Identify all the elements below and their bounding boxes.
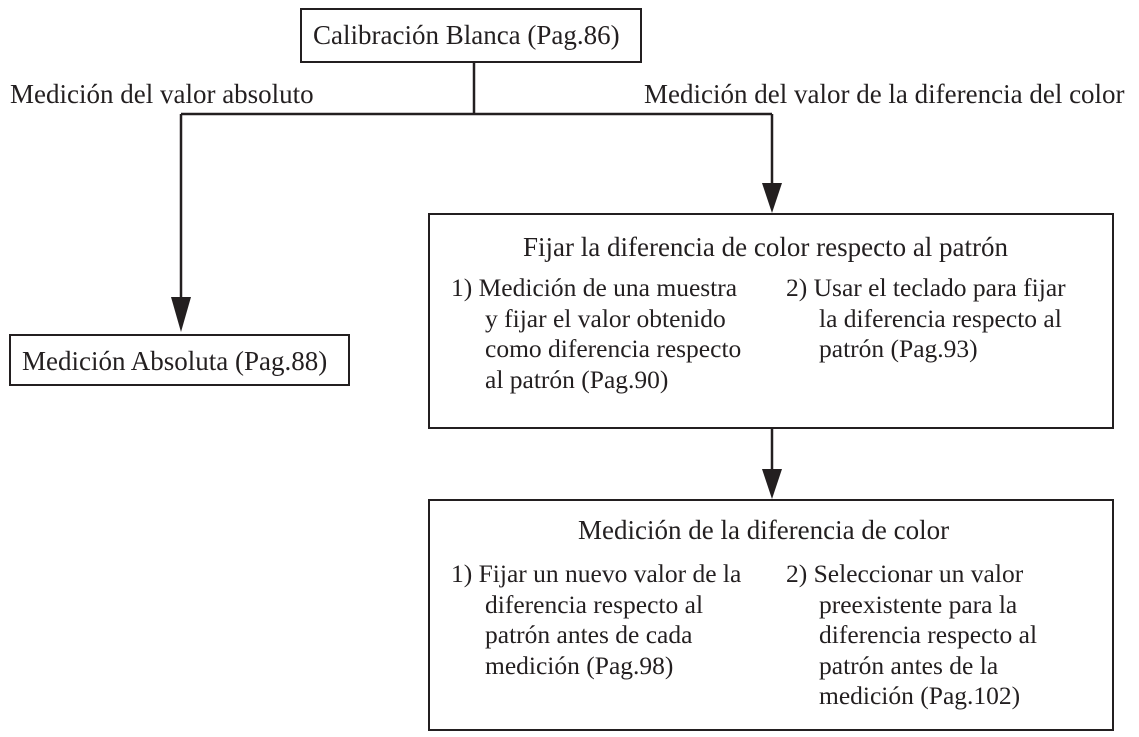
set-difference-option-1-line: como diferencia respecto (485, 334, 742, 363)
set-difference-option-2: 2) Usar el teclado para fijar la diferen… (786, 273, 1066, 365)
color-difference-measurement-box: Medición de la diferencia de color 1) Fi… (428, 499, 1114, 731)
difference-measurement-option-2: 2) Seleccionar un valor preexistente par… (786, 559, 1037, 712)
difference-measurement-option-1-line: medición (Pag.98) (485, 650, 674, 680)
color-difference-measurement-title: Medición de la diferencia de color (578, 515, 950, 545)
arrowhead-to-difference-measurement (762, 469, 782, 499)
set-difference-option-1-line: 1) Medición de una muestra (451, 273, 738, 302)
right-branch-label: Medición del valor de la diferencia del … (644, 79, 1125, 109)
set-difference-option-1: 1) Medición de una muestra y fijar el va… (451, 273, 741, 395)
difference-measurement-option-1: 1) Fijar un nuevo valor de la diferencia… (451, 559, 741, 681)
set-difference-option-1-line: y fijar el valor obtenido (485, 303, 726, 333)
set-difference-option-2-line: patrón (Pag.93) (819, 334, 978, 363)
set-difference-option-1-line: al patrón (Pag.90) (485, 364, 669, 394)
absolute-measurement-box: Medición Absoluta (Pag.88) (9, 334, 350, 386)
difference-measurement-option-2-line: preexistente para la (819, 589, 1018, 619)
arrowhead-to-set-difference (762, 183, 782, 213)
difference-measurement-option-2-line: 2) Seleccionar un valor (786, 559, 1024, 588)
set-difference-option-2-line: la diferencia respecto al (819, 303, 1062, 333)
difference-measurement-option-2-line: medición (Pag.102) (819, 681, 1021, 710)
arrowhead-to-absolute (171, 297, 191, 332)
set-difference-option-2-line: 2) Usar el teclado para fijar (786, 273, 1066, 302)
absolute-measurement-label: Medición Absoluta (Pag.88) (22, 346, 328, 376)
difference-measurement-option-1-line: patrón antes de cada (485, 620, 693, 649)
set-color-difference-title: Fijar la diferencia de color respecto al… (523, 232, 1009, 262)
set-color-difference-box: Fijar la diferencia de color respecto al… (428, 213, 1114, 429)
difference-measurement-option-2-line: patrón antes de la (819, 650, 999, 680)
left-branch-label: Medición del valor absoluto (10, 79, 314, 109)
difference-measurement-option-2-line: diferencia respecto al (819, 620, 1038, 649)
white-calibration-label: Calibración Blanca (Pag.86) (313, 20, 620, 50)
white-calibration-box: Calibración Blanca (Pag.86) (300, 8, 642, 63)
difference-measurement-option-1-line: 1) Fijar un nuevo valor de la (451, 559, 742, 588)
difference-measurement-option-1-line: diferencia respecto al (485, 589, 704, 619)
